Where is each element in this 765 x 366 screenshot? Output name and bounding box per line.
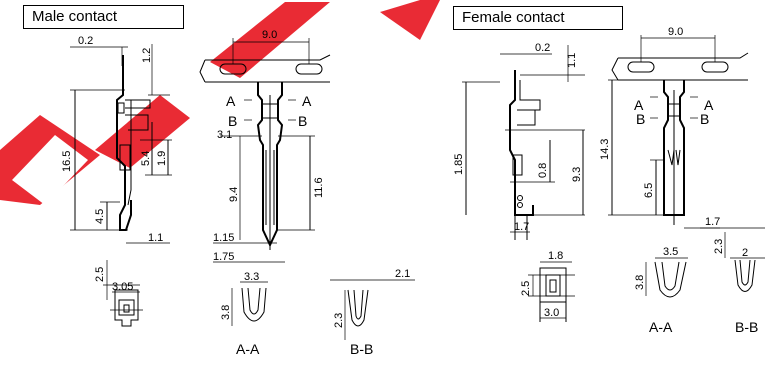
female-sectionb-label: B-B [735,319,758,335]
male-contact-title: Male contact [23,5,184,29]
female-front-dim-3: 6.5 [643,183,655,198]
female-sectionb-dim-2: 2.3 [713,239,725,254]
male-section-bb [330,279,415,340]
female-side-dim-5: 9.3 [571,167,583,182]
female-front-view [608,35,749,229]
female-contact-title: Female contact [453,6,623,30]
female-end-view [528,261,575,322]
male-side-dim-6: 4.5 [94,209,106,224]
female-section-bb [700,227,765,292]
female-end-dim-2: 2.5 [520,281,532,296]
female-sectiona-dim-1: 3.5 [663,246,678,258]
female-side-dim-2: 1.1 [566,53,578,68]
female-end-dim-1: 1.8 [548,250,563,262]
female-sectionb-dim-1: 1.7 [705,216,720,228]
male-front-view [199,38,331,263]
female-sectiona-label: A-A [649,319,673,335]
female-front-dim-1: 9.0 [668,26,683,38]
male-front-dim-1: 9.0 [262,29,277,41]
female-marker-b-left: B [636,111,645,127]
male-sectiona-label: A-A [236,341,260,357]
male-front-dim-3: 11.6 [313,177,325,198]
female-side-dim-4: 0.8 [537,163,549,178]
male-end-dim-1: 2.5 [94,267,106,282]
male-marker-a-right: A [302,93,312,109]
male-front-dim-6: 1.75 [213,251,234,263]
male-marker-a-left: A [226,93,236,109]
male-side-dim-5: 1.9 [156,151,168,166]
female-sectiona-dim-2: 3.8 [634,275,646,290]
male-marker-b-right: B [298,113,307,129]
female-marker-a-left: A [634,97,644,113]
female-sectionb-dim-3: 2 [742,247,748,259]
male-front-dim-2: 3.1 [217,129,232,141]
male-side-dim-1: 0.2 [78,35,93,47]
male-sectiona-dim-1: 3.3 [244,271,259,283]
male-sectionb-label: B-B [350,341,373,357]
female-end-dim-3: 3.0 [544,307,559,319]
male-sectiona-dim-2: 3.8 [220,305,232,320]
male-front-dim-4: 9.4 [228,187,240,202]
male-end-dim-2: 3.05 [112,281,133,293]
female-side-dim-3: 1.85 [453,154,465,175]
female-side-dim-6: 1.7 [514,221,529,233]
female-section-aa [645,257,688,298]
female-marker-b-right: B [700,111,709,127]
male-sectionb-dim-1: 2.1 [395,268,410,280]
male-side-dim-4: 5.4 [140,151,152,166]
male-front-dim-5: 1.15 [213,232,234,244]
female-marker-a-right: A [704,97,714,113]
male-end-view [103,260,143,327]
male-side-dim-3: 16.5 [61,151,73,172]
male-side-view [70,44,172,244]
watermark [0,0,440,205]
female-side-dim-1: 0.2 [535,42,550,54]
female-side-view [462,45,585,240]
male-sectionb-dim-2: 2.3 [333,313,345,328]
male-side-dim-7: 1.1 [148,232,163,244]
male-marker-b-left: B [228,113,237,129]
female-front-dim-2: 14.3 [599,139,611,160]
male-side-dim-2: 1.2 [141,48,153,63]
male-section-aa [231,281,268,326]
